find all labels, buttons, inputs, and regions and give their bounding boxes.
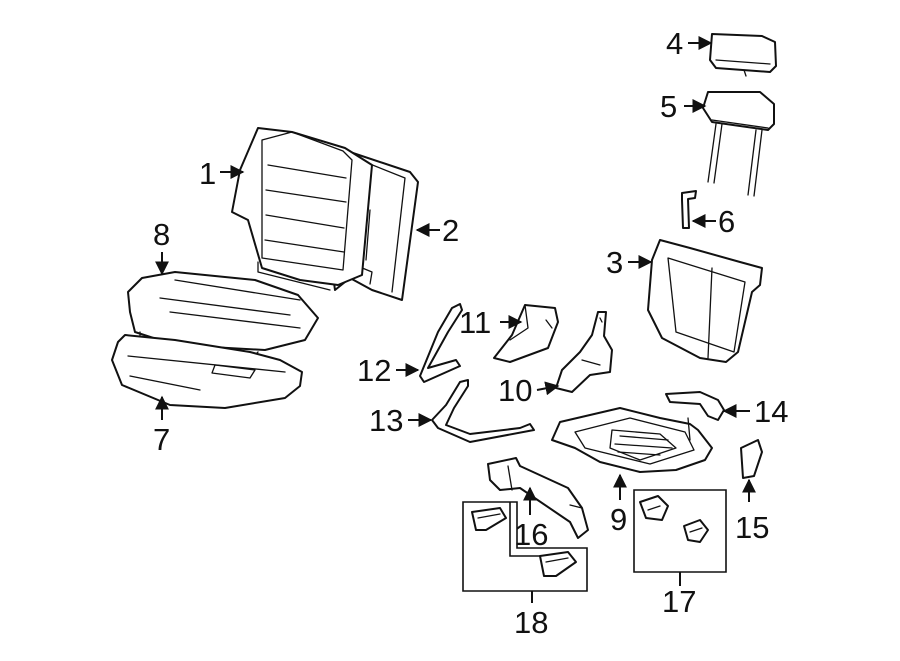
part-6-headrest-guide[interactable]: [681, 190, 697, 229]
callout-16: 16: [514, 517, 548, 552]
part-17-cap-b[interactable]: [683, 519, 709, 543]
callout-10: 10: [498, 373, 532, 408]
part-16-seat-track[interactable]: [487, 457, 589, 539]
callout-14: 14: [754, 394, 788, 429]
leader-lines: [155, 36, 756, 603]
part-15-side-cover[interactable]: [740, 439, 763, 479]
callout-17: 17: [662, 584, 696, 619]
part-3-seatback-frame[interactable]: [647, 239, 763, 363]
callout-15: 15: [735, 510, 769, 545]
callout-6: 6: [718, 204, 735, 239]
part-18-group-box: [462, 501, 588, 592]
callout-12: 12: [357, 353, 391, 388]
part-17-cap-a[interactable]: [639, 495, 669, 521]
callout-2: 2: [442, 213, 459, 248]
callout-4: 4: [666, 26, 683, 61]
part-12-wire-rod[interactable]: [419, 303, 463, 383]
callout-5: 5: [660, 89, 677, 124]
part-18-group: [462, 501, 588, 592]
callout-1: 1: [199, 156, 216, 191]
part-1-seatback-cushion[interactable]: [231, 127, 373, 291]
part-4-headrest[interactable]: [709, 33, 777, 77]
callout-8: 8: [153, 217, 170, 252]
part-14-support[interactable]: [665, 391, 725, 421]
callout-3: 3: [606, 245, 623, 280]
part-17-group-box: [633, 489, 727, 573]
part-10-recliner[interactable]: [555, 311, 613, 393]
part-5-headrest-with-posts[interactable]: [702, 91, 775, 197]
callout-7: 7: [153, 422, 170, 457]
callout-13: 13: [369, 403, 403, 438]
part-18-cover-a[interactable]: [471, 507, 507, 531]
part-18-cover-b[interactable]: [539, 551, 577, 577]
part-7-seat-pad[interactable]: [111, 334, 303, 409]
part-13-wire-rod[interactable]: [431, 379, 535, 443]
callout-18: 18: [514, 605, 548, 640]
part-11-bracket[interactable]: [493, 304, 559, 363]
callout-9: 9: [610, 502, 627, 537]
part-9-seat-frame[interactable]: [551, 407, 713, 473]
callout-11: 11: [459, 305, 491, 340]
